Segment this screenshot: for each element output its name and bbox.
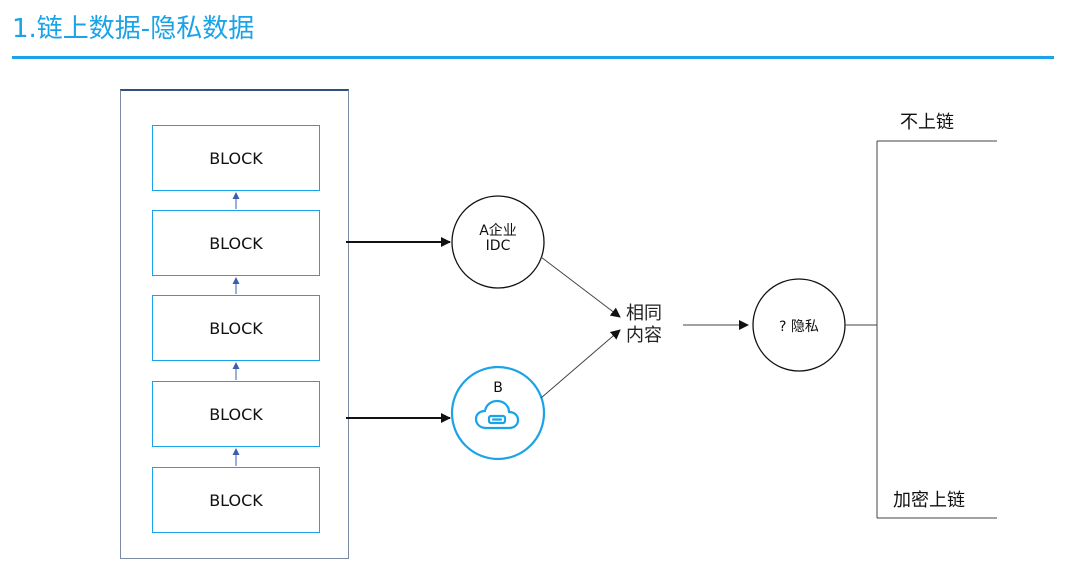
- same-content-label: 相同 内容: [626, 303, 676, 347]
- blockchain-frame: [120, 89, 349, 559]
- node-a-line2: IDC: [485, 238, 511, 254]
- branch-top-label: 不上链: [900, 112, 954, 133]
- title-divider: [12, 56, 1054, 59]
- same-content-line2: 内容: [626, 325, 662, 346]
- node-a-line1: A企业: [479, 223, 517, 239]
- page-title: 1.链上数据-隐私数据: [12, 14, 255, 44]
- privacy-label: ? 隐私: [779, 319, 819, 335]
- block-2: BLOCK: [152, 210, 320, 276]
- cloud-icon: [474, 399, 520, 430]
- node-a-circle: [451, 195, 545, 289]
- block-1: BLOCK: [152, 125, 320, 191]
- node-b-circle: [450, 365, 546, 461]
- block-4: BLOCK: [152, 381, 320, 447]
- block-3: BLOCK: [152, 295, 320, 361]
- arrow-a-to-same: [540, 256, 621, 318]
- same-content-line1: 相同: [626, 303, 662, 324]
- block-5: BLOCK: [152, 467, 320, 533]
- branch-bottom-label: 加密上链: [893, 490, 965, 511]
- node-a-label: A企业 IDC: [458, 224, 538, 254]
- arrow-b-to-same: [540, 329, 621, 399]
- node-b-label: B: [493, 380, 503, 396]
